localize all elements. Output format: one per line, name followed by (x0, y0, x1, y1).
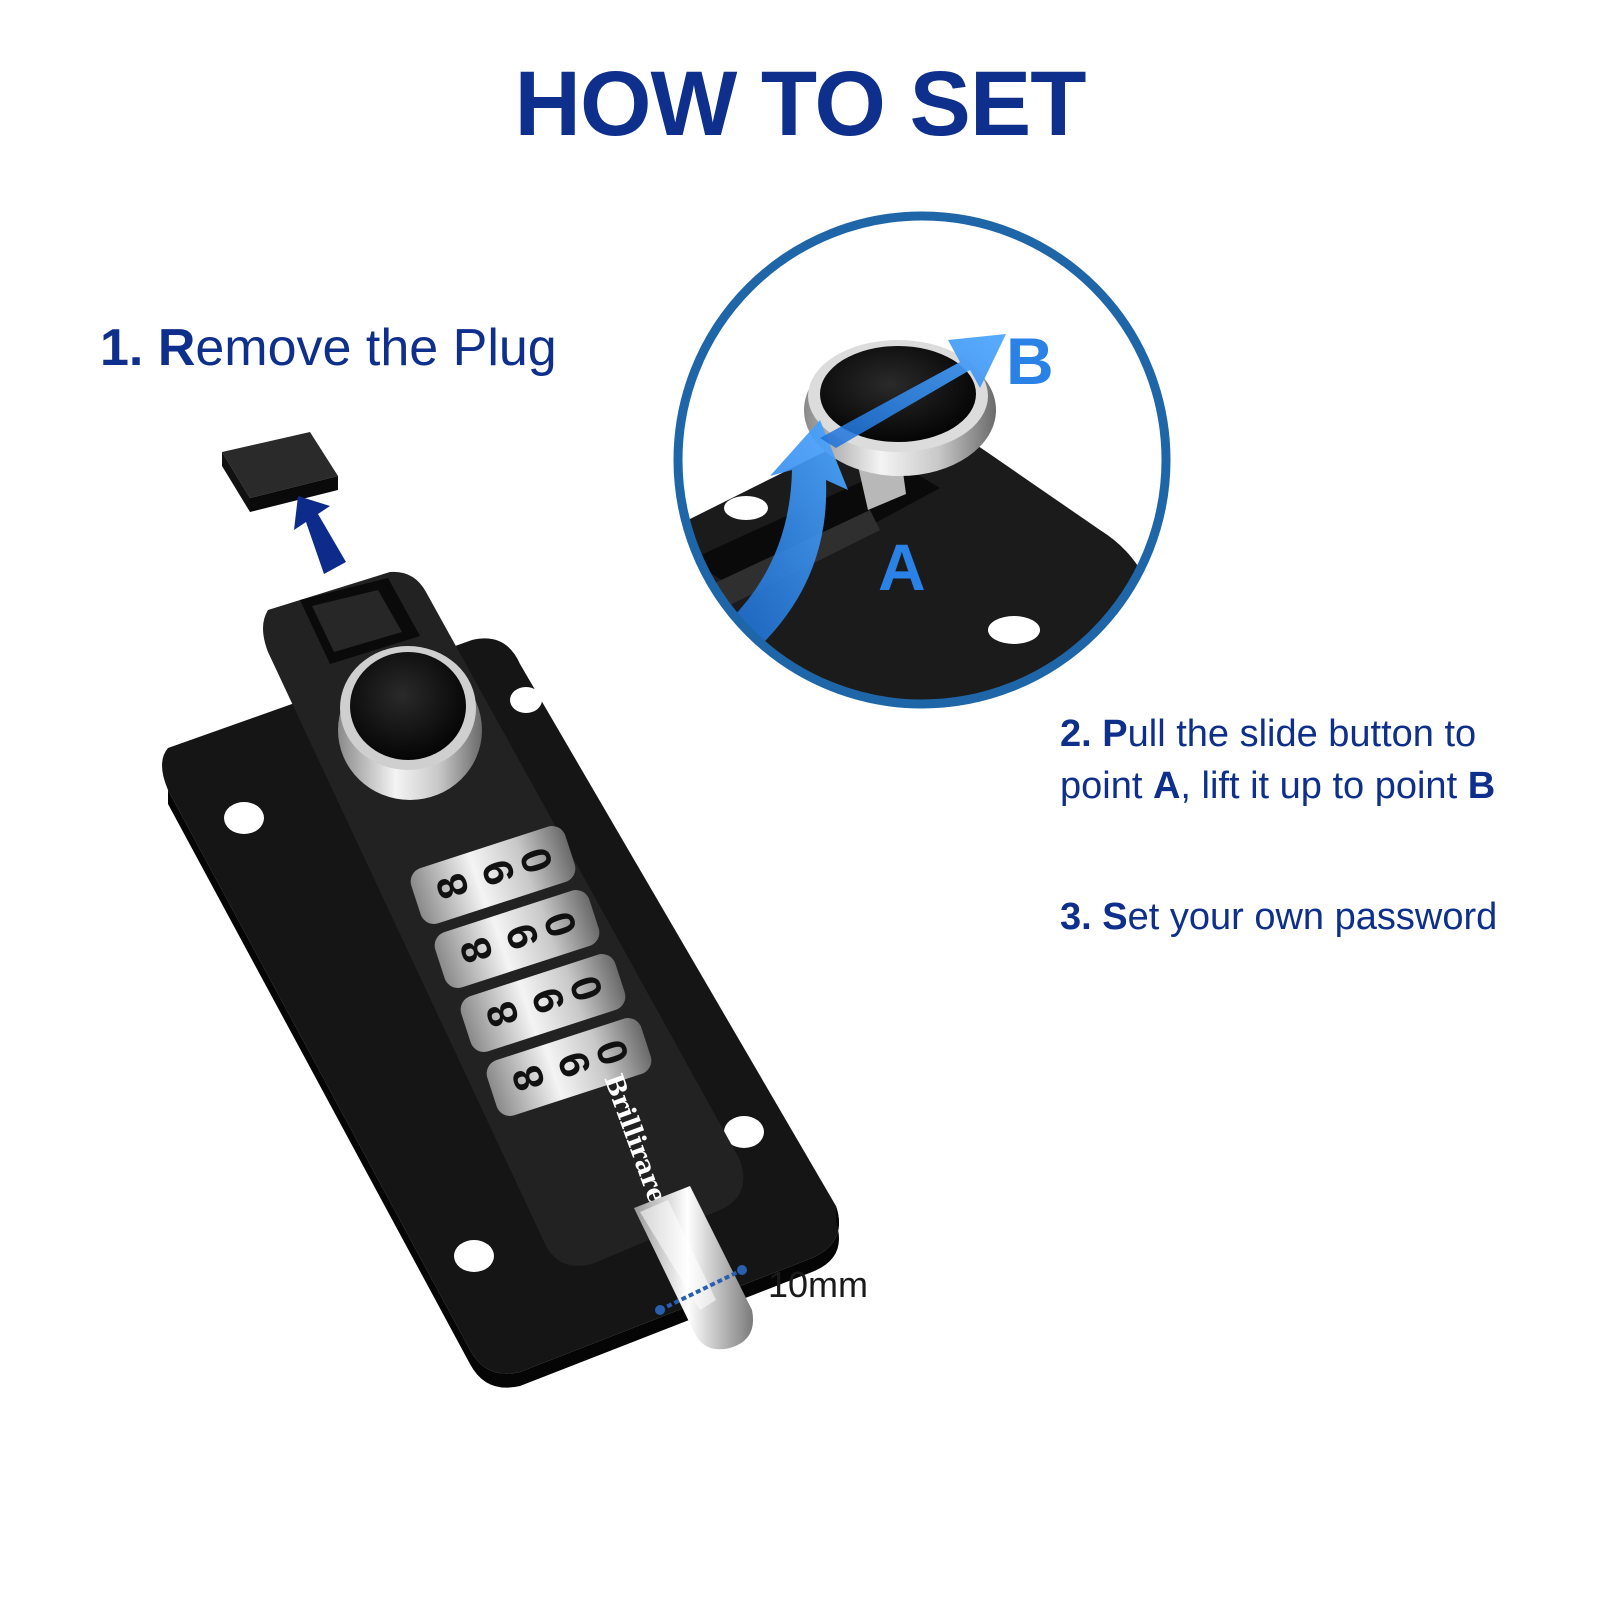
inset-detail: A B (673, 211, 1171, 709)
step-1-text: 1. Remove the Plug (100, 319, 557, 377)
label-point-a: A (878, 530, 926, 604)
curved-arrow-icon (730, 420, 848, 650)
page-title: HOW TO SET (514, 53, 1087, 155)
lock-body (162, 571, 839, 1388)
step-3-text: 3. Set your own password (1060, 896, 1498, 938)
bolt-pin (634, 1186, 754, 1350)
slide-knob (338, 646, 482, 800)
combination-dials: 8 9 0 8 9 0 8 9 0 8 9 0 (410, 826, 652, 1116)
plug (222, 432, 338, 512)
label-point-b: B (1006, 324, 1054, 398)
pin-diameter-label: 10mm (768, 1264, 869, 1305)
up-arrow-icon (294, 496, 346, 574)
step-2-text: 2. Pull the slide button to point A, lif… (1060, 713, 1496, 807)
